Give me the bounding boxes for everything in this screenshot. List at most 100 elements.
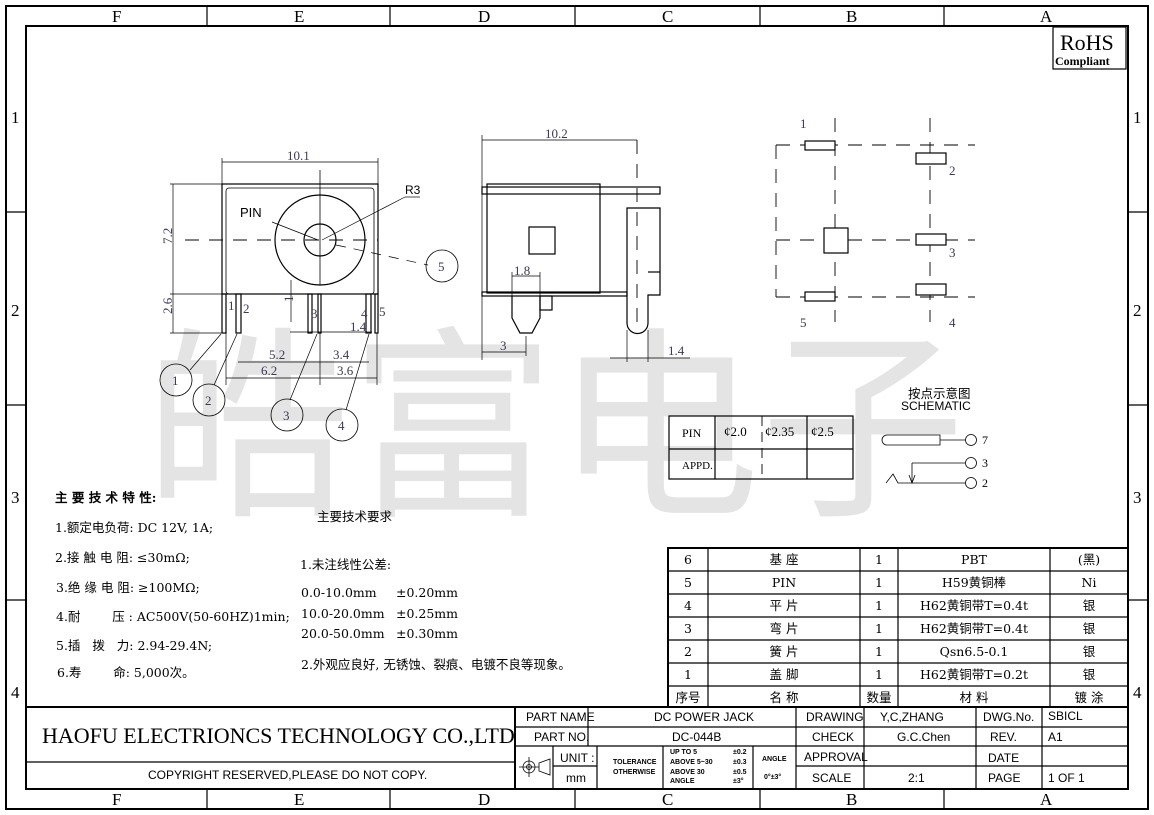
rohs-title: RoHS [1060,30,1114,55]
dim-1-4-side: 1.4 [668,343,685,358]
bom-header: 序号 [675,690,700,705]
feature-item: 1.额定电负荷: DC 12V, 1A; [55,520,213,535]
bom-material: H62黄铜带T=0.4t [920,598,1028,613]
bom-material: H62黄铜带T=0.4t [920,621,1028,636]
side-view: 10.2 1.8 3 1.4 [481,126,690,362]
dim-pin-length: 2.6 [160,297,175,314]
pin-size-2-35: ¢2.35 [765,424,794,439]
bom-header: 数量 [866,690,891,705]
dim-1: 1 [281,296,296,303]
tol-value: ±0.5 [733,769,747,776]
feature-item: 5.插 拨 力: 2.94-29.4N; [56,638,212,653]
tol-value: ±0.2 [733,749,747,756]
bom-qty: 1 [875,667,883,682]
zone-row-3: 3 [11,488,20,507]
bom-name: 盖 脚 [770,667,799,682]
schematic-pin-3: 3 [982,456,988,470]
dim-width-front: 10.1 [287,148,310,163]
tolerance-range: 10.0-20.0mm [301,606,385,621]
bom-index: 4 [684,598,692,613]
bom-qty: 1 [875,598,883,613]
tolerance-value: ±0.25mm [396,606,458,621]
pin-label-1: 1 [228,298,235,313]
balloon-3: 3 [283,408,290,423]
tol-row: UP TO 5 [670,749,697,756]
tolerance-label: TOLERANCE [613,759,657,766]
tol-value: ±3° [733,777,744,785]
feature-item: 2.接 触 电 阻: ≤30mΩ; [55,550,190,565]
company-name: HAOFU ELECTRIONCS TECHNOLOGY CO.,LTD [42,723,515,748]
part-no-label: PART NO. [534,730,589,744]
angle-value: 0°±3° [764,773,781,781]
technical-requirements: 主要技术要求 1.未注线性公差: 0.0-10.0mm ±0.20mm 10.0… [300,509,571,672]
tol-row: ABOVE 30 [670,769,705,776]
pin-view-label-5: 5 [800,315,807,330]
zone-col-f: F [112,7,121,26]
bom-header: 镀 涂 [1075,690,1104,705]
dim-height: 7.2 [160,228,175,244]
zone-labels: F E D C B A F E D C B A 1 2 3 4 1 2 3 4 [11,7,1142,809]
rev-label: REV. [990,730,1017,744]
pin-view-label-1: 1 [800,116,807,131]
unit: mm [566,771,586,785]
bom-index: 3 [684,621,692,636]
dim-5-2: 5.2 [269,347,285,362]
projection-symbol-icon [519,757,551,777]
bom-index: 2 [684,644,692,659]
schematic-title-cn: 按点示意图 [908,386,971,401]
pin-size-table: PIN APPD. ¢2.0 ¢2.35 ¢2.5 [668,415,854,480]
dim-3-6: 3.6 [337,363,354,378]
dwg-no: SBICL [1048,709,1083,723]
bom-finish: (黑) [1078,552,1100,567]
page-label: PAGE [988,771,1020,785]
rev-value: A1 [1048,730,1063,744]
bom-finish: Ni [1082,575,1097,590]
bom-material: Qsn6.5-0.1 [940,644,1009,659]
drawing-label: DRAWING [806,710,864,724]
bom-finish: 银 [1083,644,1096,659]
pin-label-4: 4 [361,306,368,321]
scale-value: 2:1 [908,771,925,785]
feature-item: 4.耐 压 : AC500V(50-60HZ)1min; [56,609,290,624]
watermark: 皓富电子 [145,311,965,549]
part-name-label: PART NAME [526,710,595,724]
zone-col-b: B [846,7,857,26]
bom-index: 5 [684,575,692,590]
page-value: 1 OF 1 [1048,771,1085,785]
feature-item: 3.绝 缘 电 阻: ≥100MΩ; [56,580,200,595]
inner-border [25,25,1129,790]
part-name: DC POWER JACK [654,710,754,724]
dim-width-side: 10.2 [545,126,568,141]
rohs-badge: RoHS Compliant [1052,26,1127,70]
bom-material: PBT [961,552,988,567]
zone-col-d-bottom: D [478,790,490,809]
pin-table-pin-header: PIN [682,426,702,440]
pin-size-2-0: ¢2.0 [724,424,747,439]
tol-row: ABOVE 5~30 [670,759,713,766]
balloon-2: 2 [205,393,212,408]
zone-row-4-right: 4 [1133,683,1142,702]
zone-row-1-right: 1 [1133,108,1142,127]
feature-item: 6.寿 命: 5,000次。 [57,665,195,680]
bom-qty: 1 [875,552,883,567]
tolerance-value: ±0.30mm [396,626,458,641]
dim-3-4: 3.4 [333,347,350,362]
tolerance-label: OTHERWISE [613,769,656,776]
zone-row-4: 4 [11,683,20,702]
angle-label: ANGLE [762,756,787,763]
approval-label: APPROVAL [804,750,868,764]
outer-border [5,5,1149,810]
tolerance-range: 20.0-50.0mm [301,626,385,641]
balloon-1: 1 [172,373,179,388]
balloon-4: 4 [338,418,345,433]
bom-qty: 1 [875,644,883,659]
requirement-item-1: 1.未注线性公差: [300,557,391,572]
bom-qty: 1 [875,621,883,636]
label-pin: PIN [240,205,262,220]
dim-1-4-front: 1.4 [350,319,367,334]
zone-col-e-bottom: E [294,790,304,809]
requirement-item-2: 2.外观应良好, 无锈蚀、裂痕、电镀不良等现象。 [301,657,571,672]
date-label: DATE [988,751,1019,765]
